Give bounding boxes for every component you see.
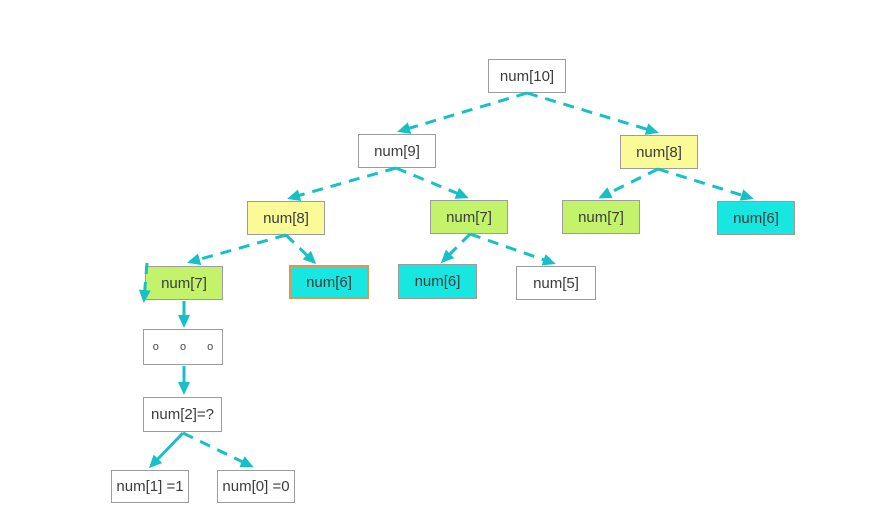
edge-num8left-num7left xyxy=(187,233,287,266)
node-num7-midright: num[7] xyxy=(562,200,640,234)
edge-num2-num1 xyxy=(148,431,185,469)
edge-num7midleft-num6mid xyxy=(440,232,472,264)
node-num8-left: num[8] xyxy=(247,201,325,235)
edge-num7midleft-num5 xyxy=(469,232,556,266)
node-num6-right: num[6] xyxy=(717,201,795,235)
edge-num9-num7midleft xyxy=(395,166,469,199)
node-num10: num[10] xyxy=(488,59,566,93)
node-num6-mid: num[6] xyxy=(398,264,477,299)
node-ellipsis: o o o xyxy=(143,329,223,365)
edge-num8right-num7midright xyxy=(598,167,659,199)
edge-num10-num8right xyxy=(526,91,659,135)
edge-num8right-num6right xyxy=(657,167,754,201)
node-num5: num[5] xyxy=(516,266,596,300)
edge-num9-num8left xyxy=(287,166,397,202)
node-num7-midleft: num[7] xyxy=(430,200,508,234)
node-num8-right: num[8] xyxy=(620,135,698,169)
node-num7-left: num[7] xyxy=(145,266,223,300)
node-num0: num[0] =0 xyxy=(217,470,295,503)
edge-num8left-num6orange xyxy=(284,233,317,265)
edge-num10-num9 xyxy=(397,91,528,134)
node-num9: num[9] xyxy=(358,134,436,168)
node-num1: num[1] =1 xyxy=(111,470,189,503)
edge-num2-num0 xyxy=(182,431,254,468)
node-num2: num[2]=? xyxy=(143,397,222,432)
node-num6-orange: num[6] xyxy=(289,265,369,299)
